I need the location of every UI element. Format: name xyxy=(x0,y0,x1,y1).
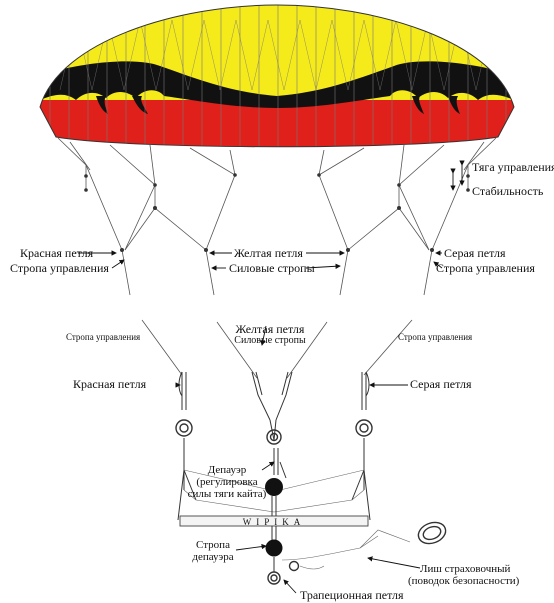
bar-cross-lines xyxy=(183,469,365,513)
chicken-loop xyxy=(267,571,281,585)
bar-brand: WIPIKA xyxy=(242,517,306,527)
label-yellow-loop: Желтая петля xyxy=(235,322,305,336)
label-depower-line2: (регулировка xyxy=(196,476,258,488)
label-power-lines-top: Силовые стропы xyxy=(229,261,315,275)
red-loop-assembly xyxy=(177,371,197,521)
label-depower-line3: силы тяги кайта) xyxy=(187,488,267,500)
control-bar xyxy=(179,515,369,527)
canopy-outline xyxy=(39,4,515,148)
label-grey-loop: Серая петля xyxy=(410,377,472,391)
label-control-line-left: Стропа управления xyxy=(66,332,141,342)
label-depower-title: Депауэр xyxy=(207,464,247,476)
red-loop-ring xyxy=(175,419,193,437)
center-ring xyxy=(266,429,282,445)
label-leash-sub: (поводок безопасности) xyxy=(408,575,520,587)
label-control-line-left-top: Стропа управления xyxy=(10,261,109,275)
label-control-line-right-top: Стропа управления xyxy=(436,261,535,275)
label-depower-line-title: Стропа xyxy=(196,539,230,551)
kite-canopy xyxy=(40,5,514,147)
leash-ring xyxy=(417,521,447,545)
bottom-control-lines xyxy=(141,319,413,379)
canopy-red-panel xyxy=(40,100,514,147)
grey-loop-ring xyxy=(355,419,373,437)
safety-leash xyxy=(281,529,411,570)
canopy-black-band xyxy=(40,61,514,108)
center-power-assembly xyxy=(251,371,293,479)
top-arrows xyxy=(78,160,465,271)
label-red-loop-top: Красная петля xyxy=(20,246,94,260)
label-stabilnost: Стабильность xyxy=(472,184,544,198)
depower-stopper xyxy=(265,539,283,557)
label-tyaga: Тяга управления xyxy=(472,160,554,174)
depower-line-lower xyxy=(271,526,277,572)
label-grey-loop-top: Серая петля xyxy=(444,246,506,260)
label-chicken-loop: Трапеционная петля xyxy=(300,588,404,602)
grey-loop-assembly xyxy=(351,371,371,521)
label-red-loop: Красная петля xyxy=(73,377,147,391)
label-power-lines: Силовые стропы xyxy=(234,335,306,346)
depower-knob xyxy=(265,478,283,496)
label-depower-line-sub: депауэра xyxy=(192,551,234,563)
label-control-line-right: Стропа управления xyxy=(398,332,473,342)
bottom-arrows xyxy=(175,325,421,594)
canopy-ribs xyxy=(49,5,509,147)
top-knots xyxy=(84,173,470,252)
label-leash-title: Лиш страховочный xyxy=(420,563,511,575)
top-bridle-lines xyxy=(57,137,497,296)
label-yellow-loop-top: Желтая петля xyxy=(234,246,303,260)
